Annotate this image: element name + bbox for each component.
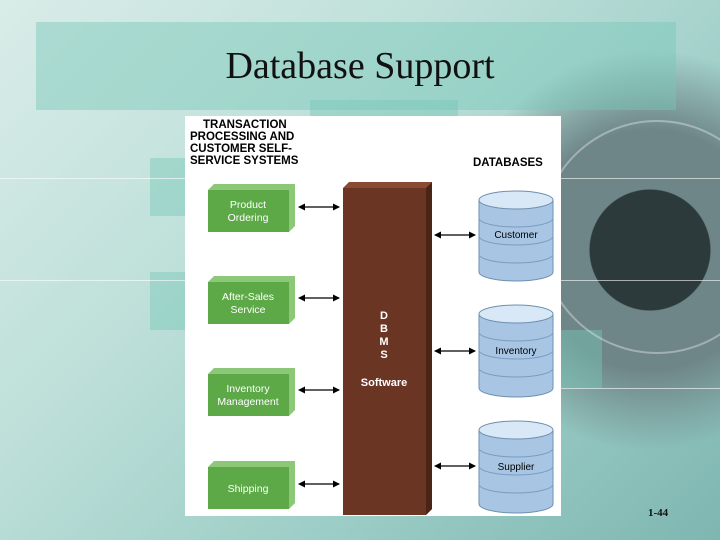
dbms-letter: S — [380, 349, 387, 361]
decorative-ring — [540, 120, 720, 354]
dbms-column: D B M S Software — [343, 182, 432, 515]
system-label: Shipping — [228, 483, 269, 495]
dbms-letter: B — [380, 323, 388, 335]
decorative-line — [560, 388, 720, 389]
system-inventory-management: Inventory Management — [208, 368, 295, 416]
system-label: Ordering — [228, 212, 269, 224]
system-label: Product — [230, 199, 266, 211]
dbms-software-label: Software — [361, 377, 407, 389]
slide-title: Database Support — [225, 45, 495, 87]
system-product-ordering: Product Ordering — [208, 184, 295, 232]
system-label: Service — [230, 304, 265, 316]
decorative-square — [560, 330, 602, 388]
database-inventory-cylinder: Inventory — [478, 304, 554, 398]
database-label: Inventory — [495, 346, 536, 357]
database-label: Customer — [494, 230, 538, 241]
dbms-letter: D — [380, 310, 388, 322]
left-heading-line: CUSTOMER SELF- — [190, 143, 292, 155]
left-heading-line: TRANSACTION — [203, 119, 287, 131]
dbms-diagram: TRANSACTION PROCESSING AND CUSTOMER SELF… — [185, 116, 561, 516]
system-label: After-Sales — [222, 291, 274, 303]
database-customer-cylinder: Customer — [478, 190, 554, 282]
database-supplier-cylinder: Supplier — [478, 420, 554, 514]
left-heading-line: SERVICE SYSTEMS — [190, 155, 299, 167]
databases-heading: DATABASES — [473, 157, 543, 169]
system-label: Management — [217, 396, 278, 408]
decorative-band — [36, 22, 676, 110]
system-shipping: Shipping — [208, 461, 295, 509]
database-label: Supplier — [498, 462, 535, 473]
system-after-sales-service: After-Sales Service — [208, 276, 295, 324]
page-number: 1-44 — [648, 507, 669, 519]
system-label: Inventory — [226, 383, 270, 395]
left-heading-line: PROCESSING AND — [190, 131, 294, 143]
decorative-square — [310, 100, 458, 118]
dbms-letter: M — [379, 336, 388, 348]
